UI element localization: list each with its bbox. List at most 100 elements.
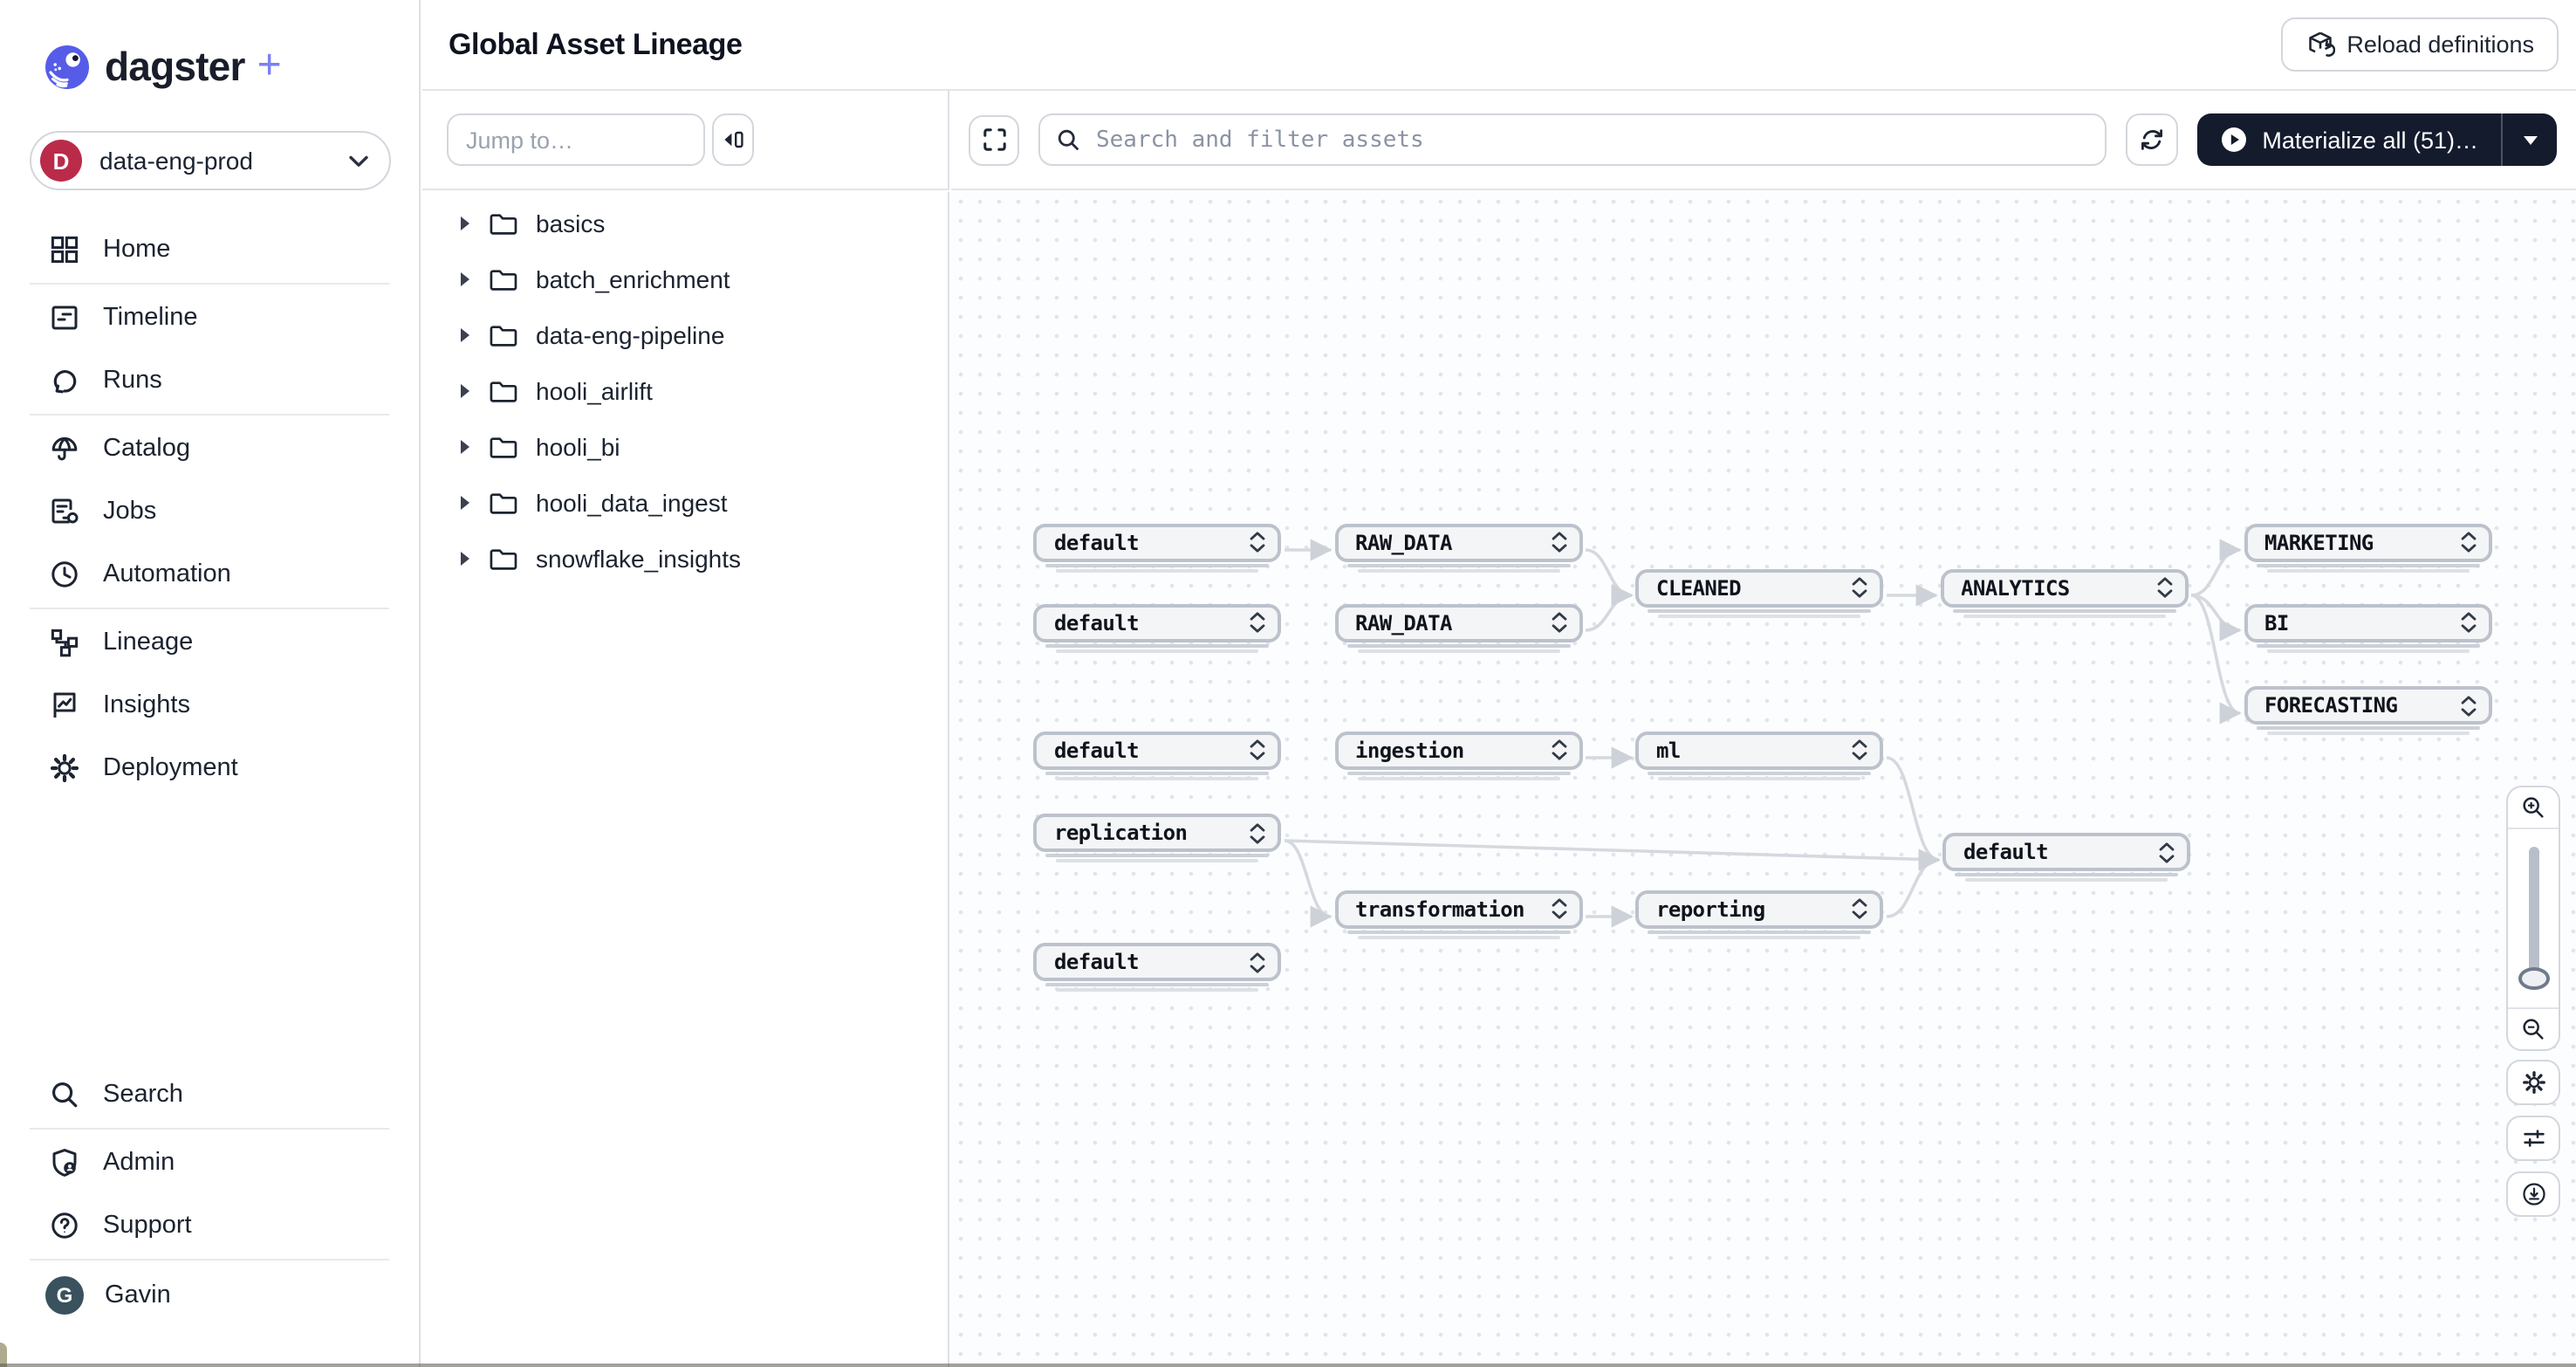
- chevron-down-icon: [349, 155, 368, 167]
- graph-node-default[interactable]: default: [1033, 943, 1281, 992]
- materialize-options-button[interactable]: [2501, 113, 2557, 166]
- folder-icon: [487, 208, 518, 239]
- sidebar-item-lineage[interactable]: Lineage: [0, 611, 419, 674]
- asset-search-field[interactable]: [1038, 113, 2107, 166]
- caret-right-icon[interactable]: [461, 496, 469, 510]
- sidebar-item-jobs[interactable]: Jobs: [0, 480, 419, 543]
- caret-right-icon[interactable]: [461, 328, 469, 342]
- graph-node-marketing[interactable]: MARKETING: [2244, 523, 2491, 572]
- graph-node-label: ingestion: [1355, 738, 1464, 762]
- expander-icon[interactable]: [1551, 897, 1566, 920]
- graph-node-replication[interactable]: replication: [1033, 814, 1281, 862]
- expander-icon[interactable]: [1551, 531, 1566, 553]
- tree-folder-hooli_bi[interactable]: hooli_bi: [422, 419, 948, 475]
- expander-icon[interactable]: [2460, 531, 2476, 553]
- expander-icon[interactable]: [1852, 738, 1867, 761]
- collapse-panel-button[interactable]: [712, 113, 754, 166]
- node-stack-line: [2266, 649, 2469, 652]
- graph-node-raw_data[interactable]: RAW_DATA: [1334, 603, 1582, 652]
- graph-node-raw_data[interactable]: RAW_DATA: [1334, 523, 1582, 572]
- tree-folder-snowflake_insights[interactable]: snowflake_insights: [422, 531, 948, 587]
- sidebar-item-deployment[interactable]: Deployment: [0, 737, 419, 800]
- lineage-edges: [1284, 539, 2242, 928]
- expander-icon[interactable]: [1250, 531, 1265, 553]
- expander-icon[interactable]: [1551, 611, 1566, 634]
- zoom-slider[interactable]: [2508, 828, 2559, 1009]
- caret-right-icon[interactable]: [461, 384, 469, 398]
- expander-icon[interactable]: [2460, 611, 2476, 634]
- expander-icon[interactable]: [2159, 841, 2175, 863]
- caret-right-icon[interactable]: [461, 552, 469, 566]
- graph-node-label: RAW_DATA: [1355, 530, 1452, 554]
- zoom-in-button[interactable]: [2508, 787, 2559, 828]
- graph-node-ml[interactable]: ml: [1635, 731, 1883, 780]
- expander-icon[interactable]: [2460, 694, 2476, 717]
- graph-node-default[interactable]: default: [1033, 731, 1281, 780]
- refresh-button[interactable]: [2126, 113, 2179, 166]
- folder-icon: [487, 375, 518, 407]
- dagster-logo[interactable]: dagster +: [45, 42, 282, 91]
- sidebar-item-admin[interactable]: Admin: [0, 1131, 419, 1194]
- fullscreen-button[interactable]: [969, 114, 1019, 165]
- sidebar-item-timeline[interactable]: Timeline: [0, 286, 419, 349]
- expander-icon[interactable]: [1250, 611, 1265, 634]
- workspace-switcher[interactable]: D data-eng-prod: [30, 131, 391, 190]
- zoom-out-button[interactable]: [2508, 1009, 2559, 1049]
- materialize-all-button[interactable]: Materialize all (51)…: [2197, 113, 2501, 166]
- zoom-slider-thumb[interactable]: [2518, 967, 2549, 990]
- caret-right-icon[interactable]: [461, 272, 469, 286]
- node-stack-line: [1952, 608, 2175, 612]
- nav-divider: [30, 414, 389, 416]
- sidebar-item-catalog[interactable]: Catalog: [0, 417, 419, 480]
- sidebar-item-home[interactable]: Home: [0, 218, 419, 281]
- caret-right-icon[interactable]: [461, 440, 469, 454]
- asset-search-input[interactable]: [1093, 125, 2090, 155]
- graph-node-transformation[interactable]: transformation: [1334, 890, 1582, 938]
- node-stack-line: [1658, 776, 1860, 780]
- expander-icon[interactable]: [1250, 738, 1265, 761]
- expander-icon[interactable]: [1852, 897, 1867, 920]
- graph-node-reporting[interactable]: reporting: [1635, 890, 1883, 938]
- tree-folder-batch_enrichment[interactable]: batch_enrichment: [422, 251, 948, 307]
- jump-to-input[interactable]: [447, 113, 705, 166]
- graph-node-default[interactable]: default: [1942, 833, 2190, 882]
- lineage-edge: [2190, 539, 2242, 597]
- caret-right-icon[interactable]: [461, 216, 469, 230]
- tree-folder-hooli_data_ingest[interactable]: hooli_data_ingest: [422, 475, 948, 531]
- graph-node-label: replication: [1054, 821, 1188, 845]
- graph-node-ingestion[interactable]: ingestion: [1334, 731, 1582, 780]
- tree-folder-label: batch_enrichment: [536, 265, 730, 293]
- graph-node-default[interactable]: default: [1033, 603, 1281, 652]
- sidebar-item-automation[interactable]: Automation: [0, 543, 419, 606]
- expander-icon[interactable]: [2156, 576, 2172, 599]
- node-stack-line: [1357, 568, 1559, 572]
- graph-node-forecasting[interactable]: FORECASTING: [2244, 686, 2491, 735]
- sidebar-item-search[interactable]: Search: [0, 1063, 419, 1126]
- graph-node-label: default: [1054, 950, 1140, 974]
- sidebar-item-support[interactable]: Support: [0, 1194, 419, 1257]
- expander-icon[interactable]: [1250, 821, 1265, 844]
- graph-node-cleaned[interactable]: CLEANED: [1635, 568, 1883, 617]
- tree-folder-hooli_airlift[interactable]: hooli_airlift: [422, 363, 948, 419]
- graph-node-label: default: [1963, 840, 2049, 864]
- graph-filters-button[interactable]: [2506, 1116, 2560, 1161]
- download-button[interactable]: [2506, 1171, 2560, 1217]
- expander-icon[interactable]: [1250, 951, 1265, 973]
- zoom-slider-track[interactable]: [2528, 847, 2538, 990]
- graph-node-bi[interactable]: BI: [2244, 603, 2491, 652]
- expander-icon[interactable]: [1852, 576, 1867, 599]
- sidebar-item-runs[interactable]: Runs: [0, 349, 419, 412]
- automation-icon: [47, 557, 82, 592]
- graph-settings-button[interactable]: [2506, 1060, 2560, 1105]
- reload-definitions-button[interactable]: Reload definitions: [2280, 17, 2559, 72]
- sidebar-item-insights[interactable]: Insights: [0, 674, 419, 737]
- tree-folder-basics[interactable]: basics: [422, 196, 948, 251]
- graph-node-default[interactable]: default: [1033, 523, 1281, 572]
- tree-folder-data-eng-pipeline[interactable]: data-eng-pipeline: [422, 307, 948, 363]
- graph-node-analytics[interactable]: ANALYTICS: [1940, 568, 2188, 617]
- expander-icon[interactable]: [1551, 738, 1566, 761]
